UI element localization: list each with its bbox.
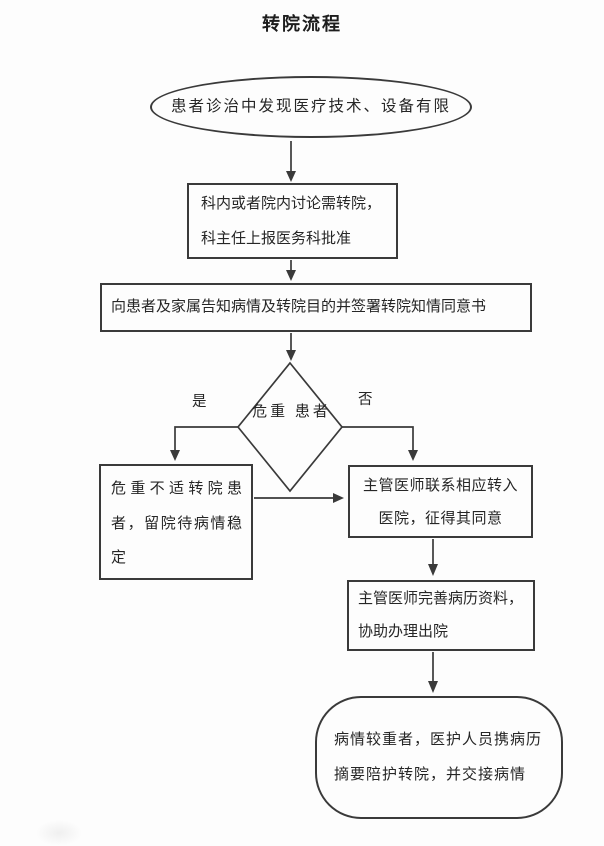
- arrow-no-branch-head: [408, 450, 418, 461]
- node-contact-line1: 主管医师联系相应转入: [362, 477, 518, 494]
- node-discuss-line2: 科主任上报医务科批准: [201, 231, 352, 247]
- node-discuss-line1: 科内或者院内讨论需转院，: [201, 196, 382, 212]
- node-inform-text: 向患者及家属告知病情及转院目的并签署转院知情同意书: [111, 299, 487, 315]
- arrow-no-branch-line: [342, 426, 414, 452]
- node-discuss-process: 科内或者院内讨论需转院， 科主任上报医务科批准: [187, 183, 398, 259]
- arrow-records-end-head: [428, 681, 438, 693]
- node-records-line1: 主管医师完善病历资料，: [358, 591, 524, 607]
- arrow-inform-decision-head: [286, 350, 296, 361]
- arrow-contact-records-head: [428, 564, 438, 576]
- node-end-terminator: 病情较重者，医护人员携病历 摘要陪护转院，并交接病情: [315, 696, 563, 819]
- arrow-yes-branch-line: [174, 426, 238, 452]
- node-contact-process: 主管医师联系相应转入 医院，征得其同意: [348, 465, 533, 538]
- node-end-line1: 病情较重者，医护人员携病历: [334, 731, 543, 748]
- arrow-start-discuss-head: [286, 171, 296, 182]
- scan-smudge: [36, 820, 82, 846]
- node-inform-process: 向患者及家属告知病情及转院目的并签署转院知情同意书: [100, 283, 532, 332]
- node-end-line2: 摘要陪护转院，并交接病情: [334, 766, 527, 783]
- node-stay-line2: 者，留院待病情稳: [111, 515, 242, 532]
- node-records-process: 主管医师完善病历资料， 协助办理出院: [347, 580, 535, 651]
- node-decision-line1: 危重: [252, 404, 289, 420]
- arrow-discuss-inform-head: [286, 270, 296, 281]
- arrow-yes-branch-head: [170, 450, 180, 461]
- branch-label-yes: 是: [192, 394, 207, 410]
- node-stay-line3: 定: [111, 550, 127, 567]
- node-stay-line1: 危重不适转院患: [111, 481, 242, 498]
- branch-label-no: 否: [358, 392, 373, 408]
- node-contact-line2: 医院，征得其同意: [378, 510, 503, 527]
- node-decision-label: 危重 患者: [240, 396, 340, 429]
- node-stay-process: 危重不适转院患 者，留院待病情稳 定: [99, 464, 253, 580]
- node-decision-line2: 患者: [294, 404, 331, 420]
- node-start-terminator: 患者诊治中发现医疗技术、设备有限: [150, 76, 472, 138]
- page-title: 转院流程: [262, 14, 342, 34]
- node-start-text: 患者诊治中发现医疗技术、设备有限: [170, 98, 451, 115]
- node-records-line2: 协助办理出院: [358, 624, 449, 640]
- arrow-stay-contact-head: [333, 493, 344, 503]
